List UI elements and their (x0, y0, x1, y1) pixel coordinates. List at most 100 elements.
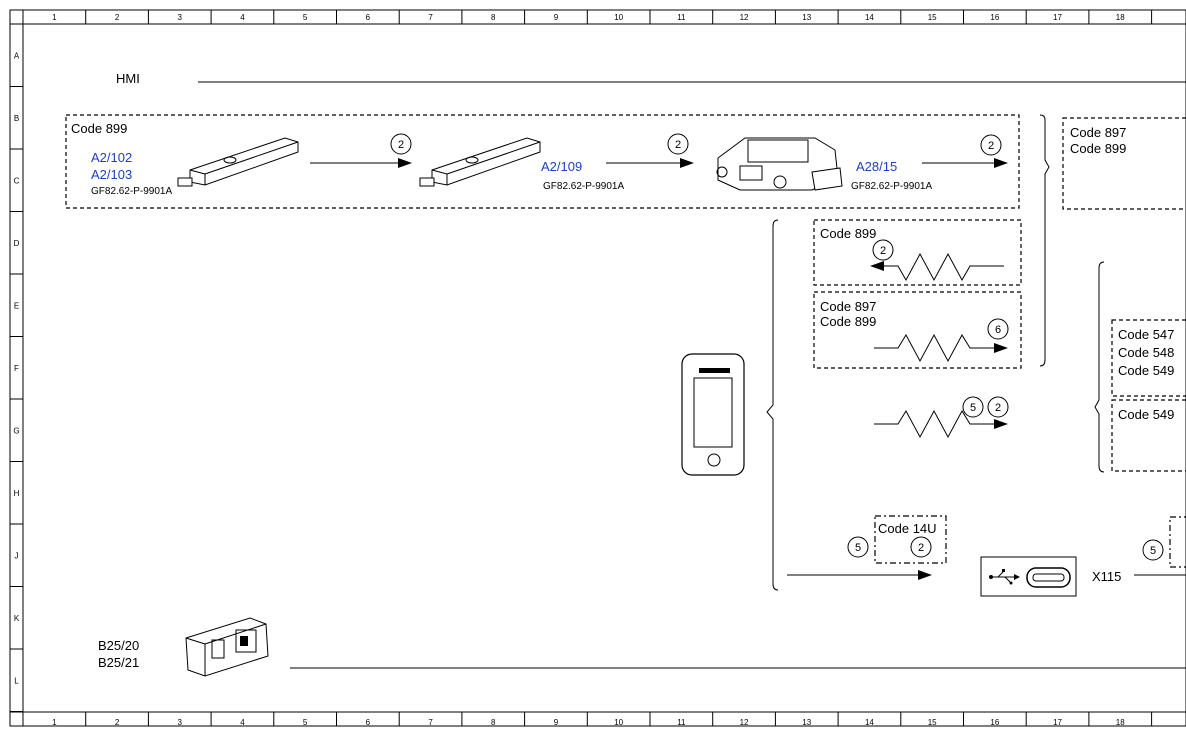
code-14u-label: Code 14U (878, 521, 937, 536)
callout-circle (987, 318, 1009, 340)
grid-row-letter: C (14, 176, 20, 185)
code-899-label: Code 899 (820, 226, 876, 241)
code-899-label: Code 899 (820, 314, 876, 329)
callout-number: 5 (855, 542, 861, 554)
callout-number: 2 (918, 542, 924, 554)
grid-column-number: 9 (554, 13, 559, 22)
grid-column-number: 10 (614, 718, 623, 727)
code-547-549-box (1111, 319, 1186, 397)
callout-circle (390, 133, 412, 155)
grid-column-number: 10 (614, 13, 623, 22)
wireless-signal (882, 252, 1004, 282)
grid-column-number: 13 (802, 718, 811, 727)
callout-number: 6 (995, 324, 1001, 336)
grid-column-number: 4 (240, 13, 245, 22)
code-box-partial (1169, 516, 1186, 568)
code-897-label: Code 897 (1070, 125, 1126, 140)
code-547-label: Code 547 (1118, 327, 1174, 342)
b25-21-label[interactable]: B25/21 (98, 655, 139, 670)
a28-15-label[interactable]: A28/15 (856, 159, 897, 174)
code-897-899-box (1062, 117, 1186, 210)
grid-column-number: 5 (303, 13, 308, 22)
a2-103-label[interactable]: A2/103 (91, 167, 132, 182)
code-899-wireless-box (813, 219, 1022, 286)
grid-column-number: 18 (1116, 13, 1125, 22)
grid-column-number: 1 (52, 718, 57, 727)
grid-column-number: 18 (1116, 718, 1125, 727)
gf-ref-1[interactable]: GF82.62-P-9901A (91, 186, 172, 197)
grid-column-number: 9 (554, 718, 559, 727)
code-549-box (1111, 399, 1186, 472)
callout-number: 2 (675, 139, 681, 151)
callout-circle (667, 133, 689, 155)
grid-column-number: 11 (677, 13, 686, 22)
antenna-module-icon (177, 137, 299, 187)
code-548-label: Code 548 (1118, 345, 1174, 360)
grid-column-number: 8 (491, 13, 496, 22)
grid-column-number: 14 (865, 718, 874, 727)
b25-20-label[interactable]: B25/20 (98, 638, 139, 653)
hmi-label: HMI (116, 71, 140, 86)
grid-column-number: 3 (178, 718, 183, 727)
grid-column-number: 6 (366, 13, 371, 22)
code-897-label: Code 897 (820, 299, 876, 314)
grid-column-number: 11 (677, 718, 686, 727)
callout-number: 2 (398, 139, 404, 151)
callout-circle (1142, 539, 1164, 561)
grid-row-letter: L (14, 676, 19, 685)
antenna-module-icon (419, 137, 541, 187)
grid-column-number: 17 (1053, 718, 1062, 727)
code-899-label: Code 899 (1070, 141, 1126, 156)
usb-c-connector-icon (980, 556, 1077, 597)
grid-column-number: 17 (1053, 13, 1062, 22)
smartphone-icon (681, 353, 745, 476)
grid-column-number: 3 (178, 13, 183, 22)
grid-row-letter: J (15, 551, 19, 560)
grid-row-letter: D (14, 239, 20, 248)
a2-102-label[interactable]: A2/102 (91, 150, 132, 165)
grid-column-number: 16 (990, 13, 999, 22)
callout-number: 2 (880, 245, 886, 257)
grid-row-letter: K (14, 614, 20, 623)
grid-column-number: 12 (740, 718, 749, 727)
code-549-label: Code 549 (1118, 407, 1174, 422)
code-549-label: Code 549 (1118, 363, 1174, 378)
grid-column-number: 15 (928, 718, 937, 727)
callout-circle (987, 396, 1009, 418)
callout-circle (980, 134, 1002, 156)
grid-column-number: 7 (428, 718, 433, 727)
callout-circle (910, 536, 932, 558)
grid-row-letter: A (14, 51, 20, 60)
callout-circle (872, 239, 894, 261)
grid-column-number: 7 (428, 13, 433, 22)
callout-number: 5 (970, 402, 976, 414)
grid-column-number: 12 (740, 13, 749, 22)
brace-left (766, 219, 779, 591)
grid-row-letter: H (14, 489, 20, 498)
wireless-signal (874, 333, 996, 363)
grid-column-number: 13 (802, 13, 811, 22)
gf-ref-2[interactable]: GF82.62-P-9901A (543, 181, 624, 192)
grid-column-number: 5 (303, 718, 308, 727)
grid-column-number: 2 (115, 718, 120, 727)
grid-column-number: 16 (990, 718, 999, 727)
grid-column-number: 1 (52, 13, 57, 22)
sensor-module-icon (185, 617, 269, 677)
callout-number: 2 (988, 140, 994, 152)
callout-circle (847, 536, 869, 558)
brace-right (1039, 114, 1050, 367)
callout-number: 2 (995, 402, 1001, 414)
grid-column-number: 15 (928, 13, 937, 22)
callout-circle (962, 396, 984, 418)
code-899-group-box (65, 114, 1020, 209)
grid-column-number: 2 (115, 13, 120, 22)
grid-row-letter: E (14, 301, 19, 310)
gf-ref-3[interactable]: GF82.62-P-9901A (851, 181, 932, 192)
x115-label[interactable]: X115 (1092, 569, 1121, 584)
a2-109-label[interactable]: A2/109 (541, 159, 582, 174)
grid-column-number: 6 (366, 718, 371, 727)
